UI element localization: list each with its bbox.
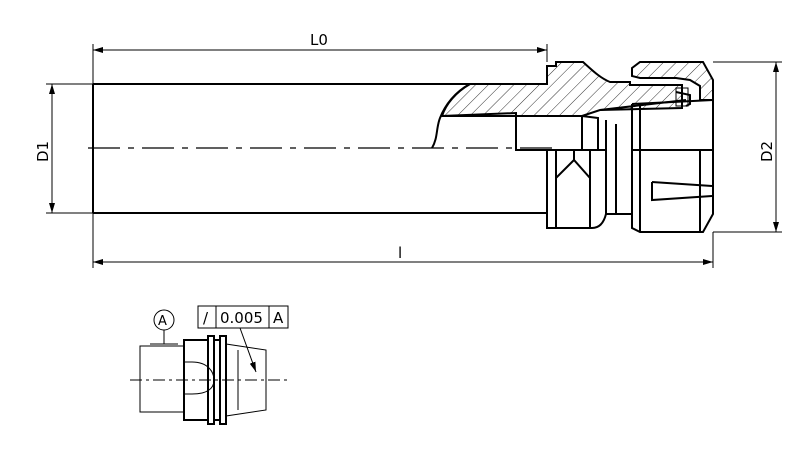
dimension-d1-label: D1 — [34, 141, 52, 162]
tolerance-symbol: / — [203, 309, 209, 327]
tolerance-datum: A — [273, 309, 284, 327]
dimension-l0-label: L0 — [310, 31, 328, 49]
datum-a-label: A — [158, 314, 167, 329]
body-section — [440, 61, 714, 118]
dimension-d1: D1 — [34, 83, 93, 214]
main-view: L0 l D1 D2 — [34, 31, 782, 268]
datum-a-symbol: A — [150, 309, 178, 345]
detail-part — [130, 335, 288, 425]
dimension-l: l — [92, 213, 714, 268]
tolerance-value: 0.005 — [220, 309, 263, 327]
tolerance-frame: / 0.005 A — [197, 305, 289, 373]
dimension-l0: L0 — [92, 31, 548, 84]
dimension-d2-label: D2 — [758, 141, 776, 162]
lower-body — [546, 99, 714, 233]
dimension-l-label: l — [398, 244, 402, 262]
detail-view: A / 0.005 A — [130, 305, 289, 425]
dimension-d2: D2 — [713, 61, 782, 233]
